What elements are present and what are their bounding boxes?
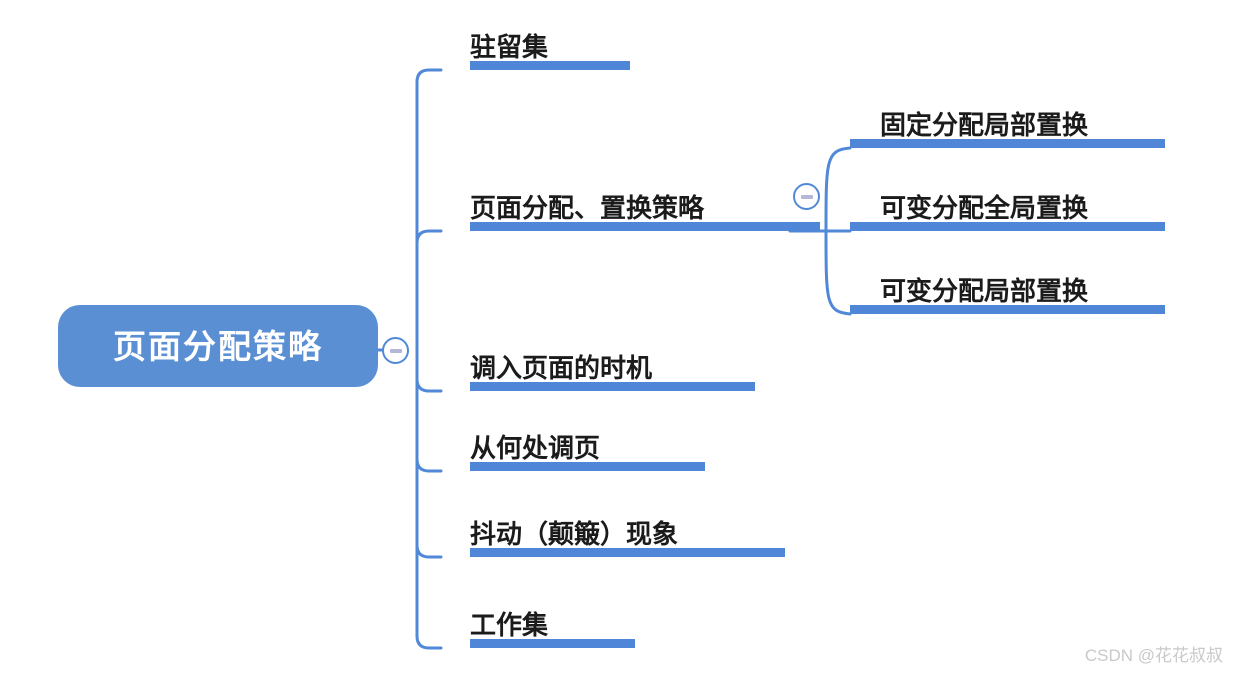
- branch-gongzuoji[interactable]: 工作集: [470, 598, 635, 648]
- branch-diaoruyemian-shiji[interactable]: 调入页面的时机: [470, 341, 755, 391]
- subbranch-label: 可变分配全局置换: [880, 193, 1089, 223]
- root-label: 页面分配策略: [113, 327, 323, 365]
- branch-underline-bar: [470, 61, 630, 70]
- branch-collapse-toggle-icon[interactable]: [793, 183, 820, 210]
- minus-icon: [389, 348, 402, 353]
- branch-underline-bar: [470, 382, 755, 391]
- subbranch-label: 可变分配局部置换: [880, 276, 1089, 306]
- subbranch-kebianfenpei-quanjuzhihuan[interactable]: 可变分配全局置换: [850, 181, 1195, 231]
- branch-label: 驻留集: [470, 32, 549, 62]
- branch-yemianfenpei-zhihuance[interactable]: 页面分配、置换策略: [470, 181, 820, 231]
- watermark-text: CSDN @花花叔叔: [1084, 646, 1223, 665]
- subbranch-underline-bar: [850, 222, 1165, 231]
- branch-underline-bar: [470, 222, 820, 231]
- branch-underline-bar: [470, 462, 705, 471]
- branch-label: 工作集: [470, 610, 549, 640]
- minus-icon: [800, 194, 813, 199]
- branch-label: 抖动（颠簸）现象: [470, 519, 679, 549]
- branch-zhuliuji[interactable]: 驻留集: [470, 20, 630, 70]
- branch-underline-bar: [470, 548, 785, 557]
- root-collapse-toggle-icon[interactable]: [382, 337, 409, 364]
- subbranch-kebianfenpei-jubuzhihuan[interactable]: 可变分配局部置换: [850, 264, 1195, 314]
- branch-label: 页面分配、置换策略: [470, 193, 705, 223]
- branch-underline-bar: [470, 639, 635, 648]
- branch-doudong-xianxiang[interactable]: 抖动（颠簸）现象: [470, 507, 785, 557]
- root-node[interactable]: 页面分配策略: [58, 305, 378, 387]
- subbranch-underline-bar: [850, 139, 1165, 148]
- branch-label: 调入页面的时机: [470, 353, 653, 383]
- subbranch-gudingfenpei-jubuzhihuan[interactable]: 固定分配局部置换: [850, 98, 1195, 148]
- subbranch-label: 固定分配局部置换: [880, 110, 1089, 140]
- branch-conghechu-diaoye[interactable]: 从何处调页: [470, 421, 705, 471]
- subbranch-underline-bar: [850, 305, 1165, 314]
- branch-label: 从何处调页: [470, 433, 601, 463]
